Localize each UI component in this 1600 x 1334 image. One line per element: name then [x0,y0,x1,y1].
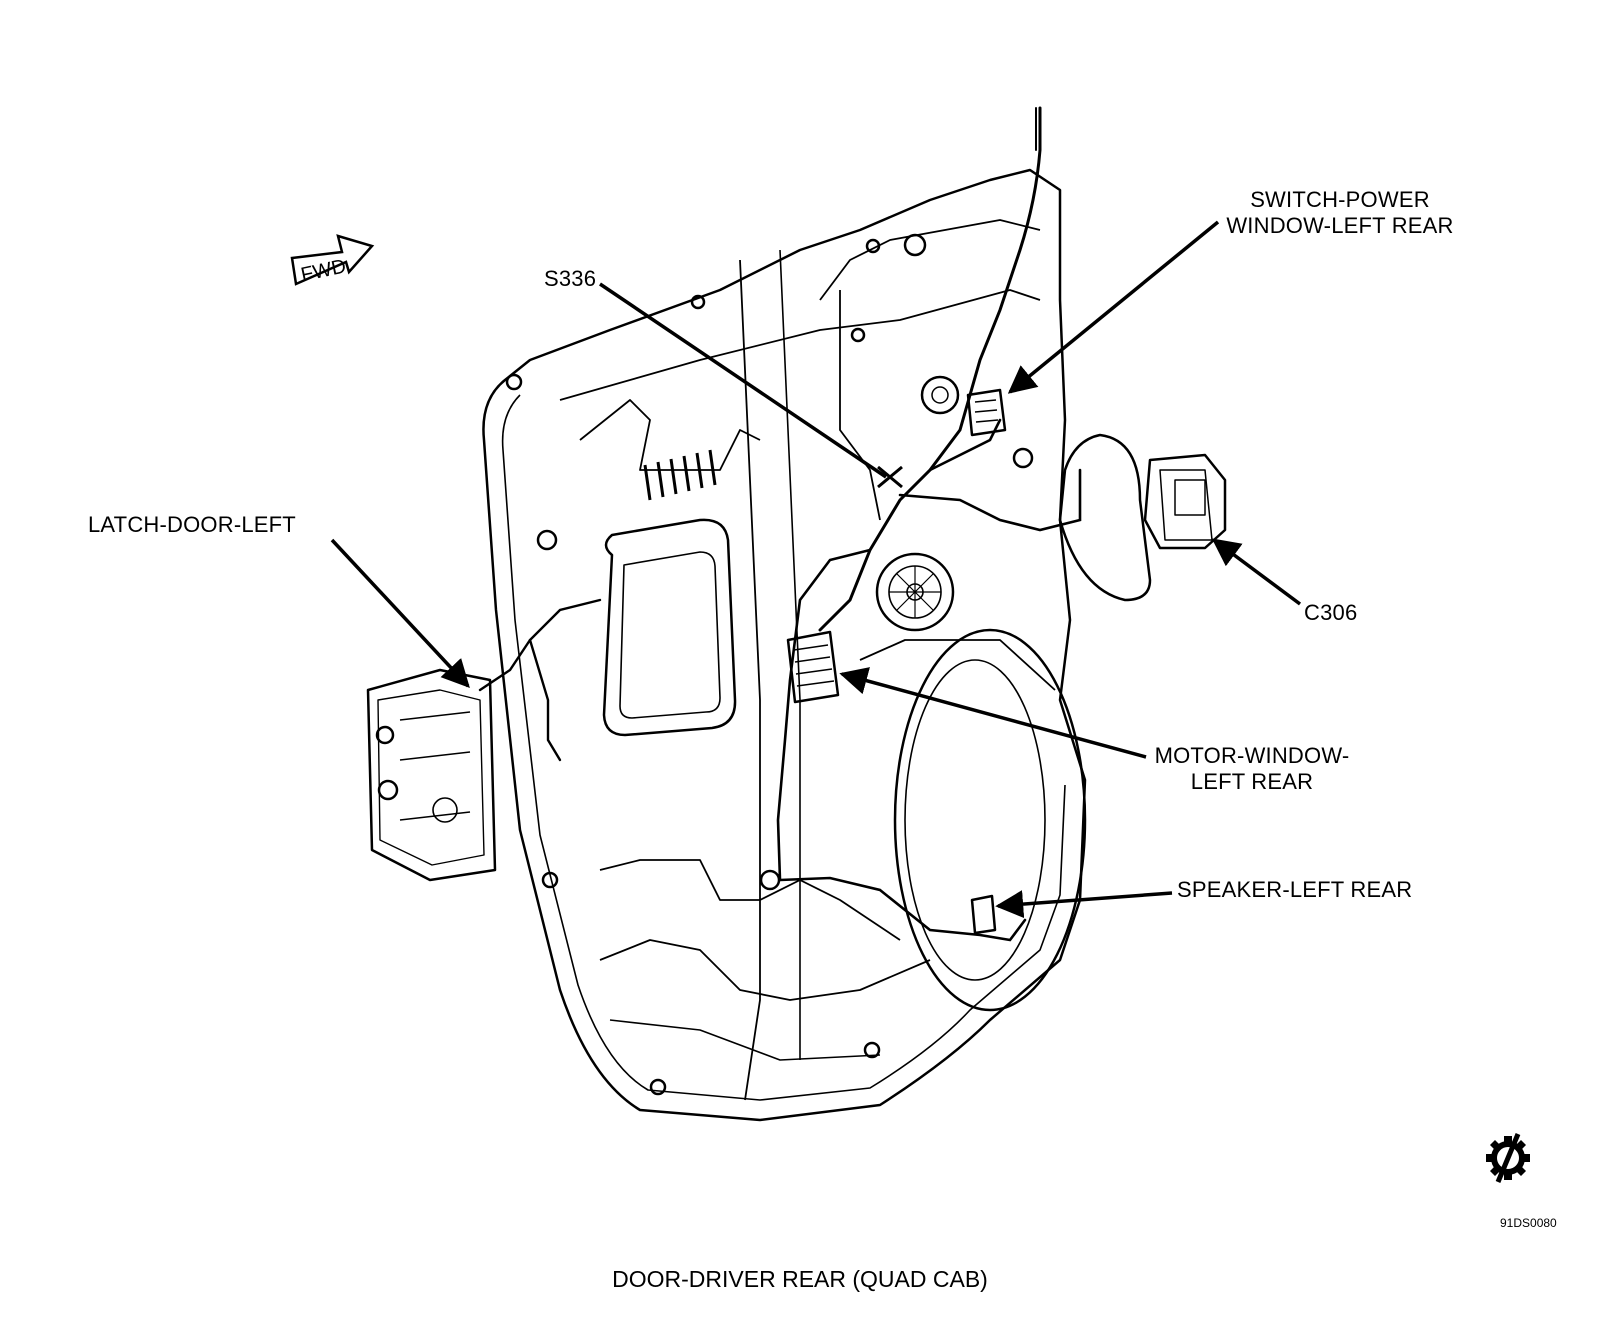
figure-code: 91DS0080 [1500,1216,1557,1230]
gear-slash-icon [1486,1133,1530,1183]
label-motor-window: MOTOR-WINDOW- LEFT REAR [1154,743,1350,794]
fwd-arrow-icon: FWD [290,234,375,286]
leader-switch-power-window [1007,220,1220,394]
leader-motor-window [839,667,1147,759]
fwd-arrow-label: FWD [299,255,348,286]
s336-splice-mark [877,465,903,489]
leader-speaker-left-rear [995,890,1173,919]
door-inner-panel [366,168,1227,1122]
label-s336: S336 [544,266,597,291]
label-latch-door-left: LATCH-DOOR-LEFT [88,512,296,537]
leader-s336 [599,282,887,479]
label-switch-power-window: SWITCH-POWER WINDOW-LEFT REAR [1226,187,1454,238]
wiring-harness [478,106,1082,942]
leader-lines [330,220,1302,919]
label-speaker-left-rear: SPEAKER-LEFT REAR [1177,877,1413,902]
label-c306: C306 [1304,600,1358,625]
diagram-caption: DOOR-DRIVER REAR (QUAD CAB) [612,1266,988,1292]
leader-c306 [1211,538,1302,606]
leader-latch-door-left [330,538,470,689]
